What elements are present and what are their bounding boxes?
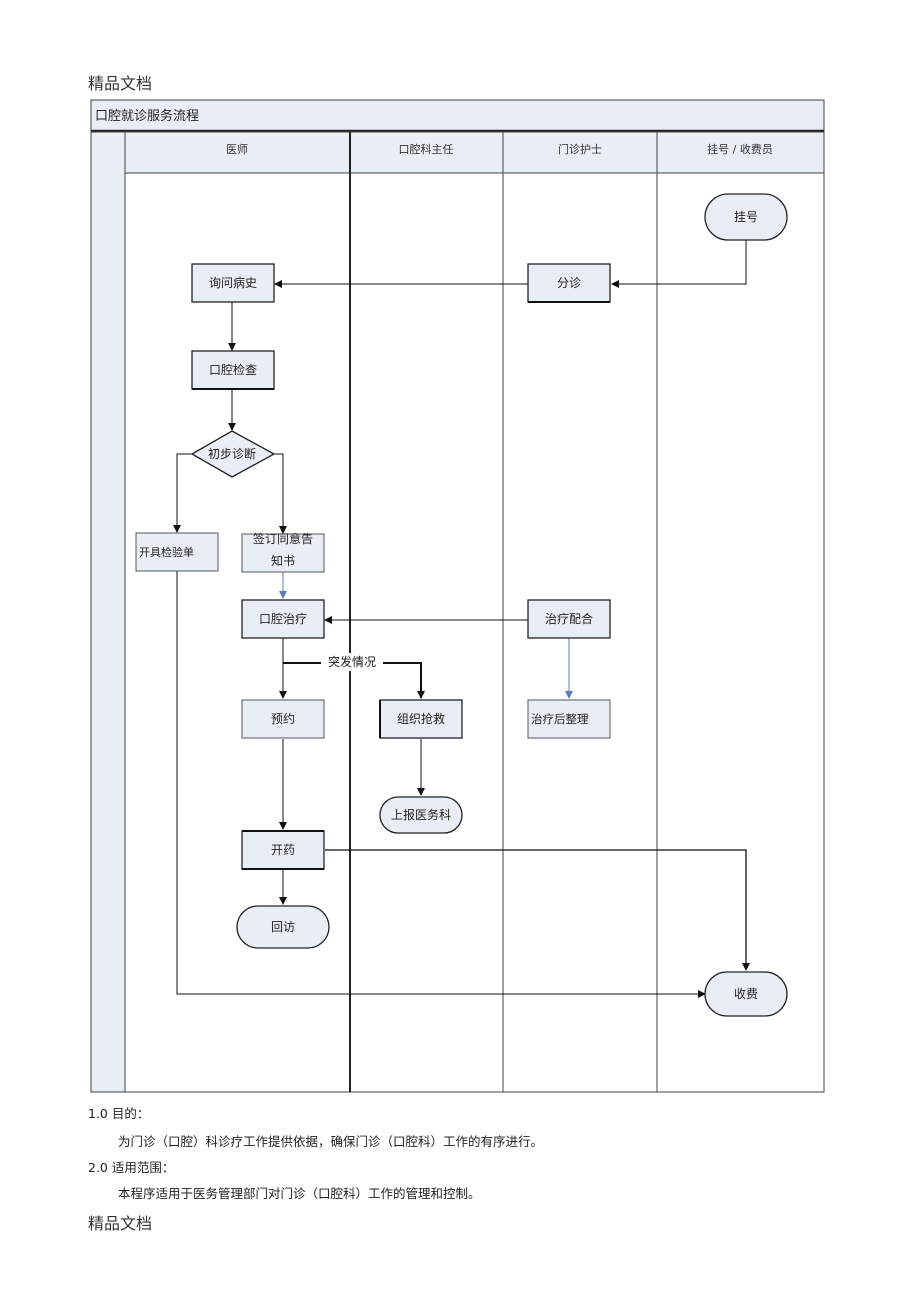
page-footer: 精品文档 [88, 1214, 153, 1233]
flowchart-title: 口腔就诊服务流程 [95, 108, 199, 124]
node-qiangjiu-label: 组织抢救 [397, 711, 445, 726]
section-1-heading: 1.0 目的： [88, 1103, 149, 1122]
node-zhenduan [190, 430, 276, 478]
node-shangbao [379, 796, 463, 834]
section-1-body: 为门诊（口腔）科诊疗工作提供依据，确保门诊（口腔科）工作的有序进行。 [118, 1134, 544, 1149]
section-1-number: 1.0 [88, 1106, 108, 1121]
edge-zhenduan-tongyi [274, 453, 287, 534]
node-guahao-label: 挂号 [734, 210, 758, 224]
node-kaiyao-label: 开药 [271, 843, 295, 857]
tufa-label-box [321, 653, 383, 671]
tufa-label: 突发情况 [328, 654, 376, 669]
edge-guahao-fenzhen [611, 240, 747, 288]
node-yuyue-label: 预约 [271, 711, 295, 726]
node-tongyi-label-2: 知书 [271, 554, 295, 568]
lane-cashier: 挂号 / 收费员 [707, 142, 773, 156]
flowchart-frame [90, 99, 825, 1093]
node-huifang [236, 905, 330, 949]
node-guahao [704, 193, 788, 241]
lane-strip [90, 131, 126, 1093]
lane-director: 口腔科主任 [399, 142, 454, 156]
node-shoufei-label: 收费 [734, 987, 758, 1001]
lane-doctor: 医师 [226, 143, 248, 156]
node-zhengli-label: 治疗后整理 [531, 712, 589, 726]
node-tongyi [241, 533, 325, 573]
edge-kaiyao-shoufei [325, 849, 750, 971]
section-2-heading: 2.0 适用范围： [88, 1157, 174, 1176]
node-xunwen [191, 263, 275, 303]
section-2-number: 2.0 [88, 1160, 108, 1175]
edge-jianyan-shoufei [176, 571, 706, 998]
lane-nurse: 门诊护士 [558, 142, 602, 156]
section-1-title: 目的： [111, 1106, 150, 1121]
node-tongyi-label-1: 签订同意告 [253, 531, 313, 546]
section-2-title: 适用范围： [111, 1160, 175, 1175]
node-xunwen-label: 询问病史 [209, 275, 257, 290]
node-zhiliao [241, 599, 325, 639]
node-shoufei [704, 971, 788, 1017]
edge-zhenduan-jianyan [173, 453, 192, 533]
section-2-body: 本程序适用于医务管理部门对门诊（口腔科）工作的管理和控制。 [118, 1186, 481, 1201]
node-jiancha-label: 口腔检查 [209, 362, 257, 377]
node-qiangjiu [379, 699, 463, 739]
node-fenzhen-label: 分诊 [557, 276, 581, 290]
node-shangbao-label: 上报医务科 [391, 807, 451, 822]
node-jianyan-label: 开具检验单 [139, 545, 194, 559]
page-header: 精品文档 [88, 74, 153, 93]
node-zhenduan-label: 初步诊断 [208, 446, 256, 461]
flowchart-title-bar [90, 99, 825, 132]
node-jianyan [135, 532, 219, 572]
node-zhiliao-label: 口腔治疗 [259, 611, 307, 626]
node-huifang-label: 回访 [271, 920, 295, 934]
lane-header-row [124, 131, 825, 174]
node-peihe [527, 599, 611, 639]
node-yuyue [241, 699, 325, 739]
node-zhengli [527, 699, 611, 739]
node-peihe-label: 治疗配合 [545, 611, 593, 626]
